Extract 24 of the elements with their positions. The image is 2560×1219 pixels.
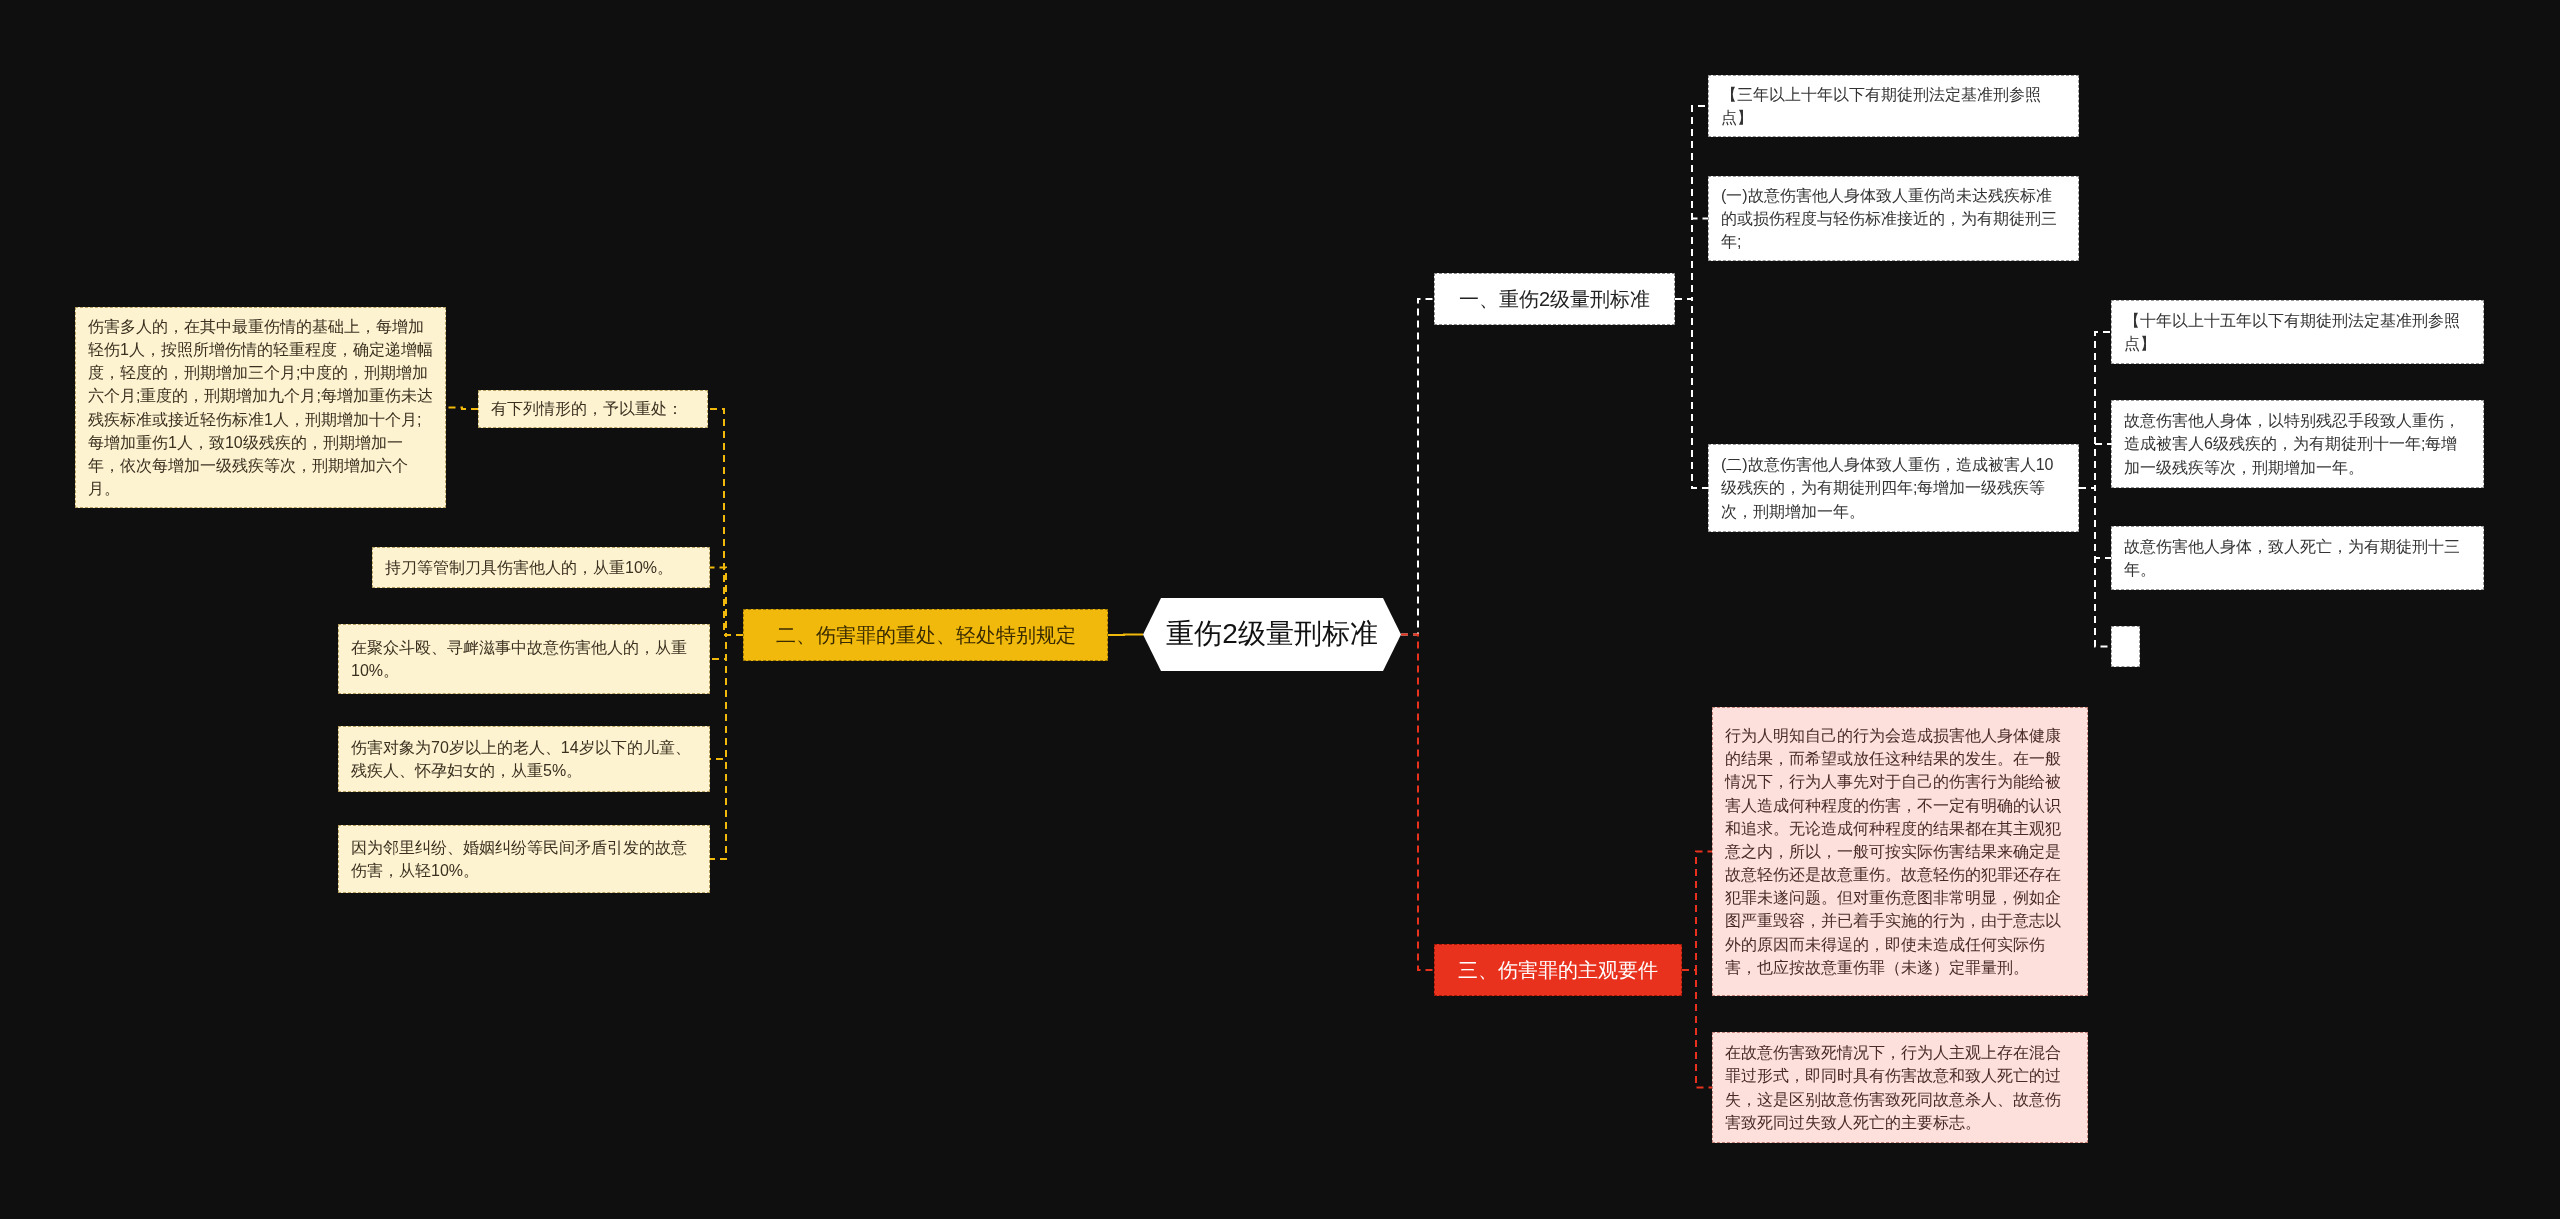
text-box: 持刀等管制刀具伤害他人的，从重10%。 xyxy=(372,547,710,588)
branch-box: 二、伤害罪的重处、轻处特别规定 xyxy=(743,609,1108,661)
connector-line xyxy=(709,634,744,860)
text-box: 在故意伤害致死情况下，行为人主观上存在混合罪过形式，即同时具有伤害故意和致人死亡的过失，这是区别故意伤害致死同故意杀人、故意伤害致死同过失致人死亡的主要标志。 xyxy=(1712,1032,2088,1143)
text-box: 伤害对象为70岁以上的老人、14岁以下的儿童、残疾人、怀孕妇女的，从重5%。 xyxy=(338,726,710,792)
branch-box: 一、重伤2级量刑标准 xyxy=(1434,273,1675,325)
text-box: 在聚众斗殴、寻衅滋事中故意伤害他人的，从重10%。 xyxy=(338,624,710,694)
branch-box: 三、伤害罪的主观要件 xyxy=(1434,944,1682,996)
connector-line xyxy=(1681,969,1713,1089)
text-box: 故意伤害他人身体，以特别残忍手段致人重伤，造成被害人6级残疾的，为有期徒刑十一年;每增加一级残疾等次，刑期增加一年。 xyxy=(2111,400,2484,488)
empty-box xyxy=(2111,626,2140,667)
text-box: 【三年以上十年以下有期徒刑法定基准刑参照点】 xyxy=(1708,75,2079,137)
connector-line xyxy=(1107,633,1144,636)
text-box: 行为人明知自己的行为会造成损害他人身体健康的结果，而希望或放任这种结果的发生。在一般情况下，行为人事先对于自己的伤害行为能给被害人造成何种程度的伤害，不一定有明确的认识和追求。无论造成何种程度的结果都在其主观犯意之内，所以，一般可按实际伤害结果来确定是故意轻伤还是故意重伤。故意轻伤的犯罪还存在犯罪未遂问题。但对重伤意图非常明显，例如企图严重毁容，并已着手实施的行为，由于意志以外的原因而未得逞的，即使未造成任何实际伤害，也应按故意重伤罪（未遂）定罪量刑。 xyxy=(1712,707,2088,996)
text-box: 【十年以上十五年以下有期徒刑法定基准刑参照点】 xyxy=(2111,300,2484,364)
text-box: 有下列情形的，予以重处： xyxy=(478,390,708,428)
text-box: 因为邻里纠纷、婚姻纠纷等民间矛盾引发的故意伤害，从轻10%。 xyxy=(338,825,710,893)
connector-line xyxy=(1674,298,1709,489)
text-box: (一)故意伤害他人身体致人重伤尚未达残疾标准的或损伤程度与轻伤标准接近的，为有期徒刑三年; xyxy=(1708,176,2079,261)
topic-hexagon: 重伤2级量刑标准 xyxy=(1143,598,1401,671)
text-box: 伤害多人的，在其中最重伤情的基础上，每增加轻伤1人，按照所增伤情的轻重程度，确定递增幅度，轻度的，刑期增加三个月;中度的，刑期增加六个月;重度的，刑期增加九个月;每增加重伤未达残疾标准或接近轻伤标准1人，刑期增加十个月;每增加重伤1人，致10级残疾的，刑期增加一年，依次每增加一级残疾等次，刑期增加六个月。 xyxy=(75,307,446,508)
connector-line xyxy=(1400,633,1435,971)
text-box: 故意伤害他人身体，致人死亡，为有期徒刑十三年。 xyxy=(2111,526,2484,590)
text-box: (二)故意伤害他人身体致人重伤，造成被害人10级残疾的，为有期徒刑四年;每增加一级残疾等次，刑期增加一年。 xyxy=(1708,444,2079,532)
